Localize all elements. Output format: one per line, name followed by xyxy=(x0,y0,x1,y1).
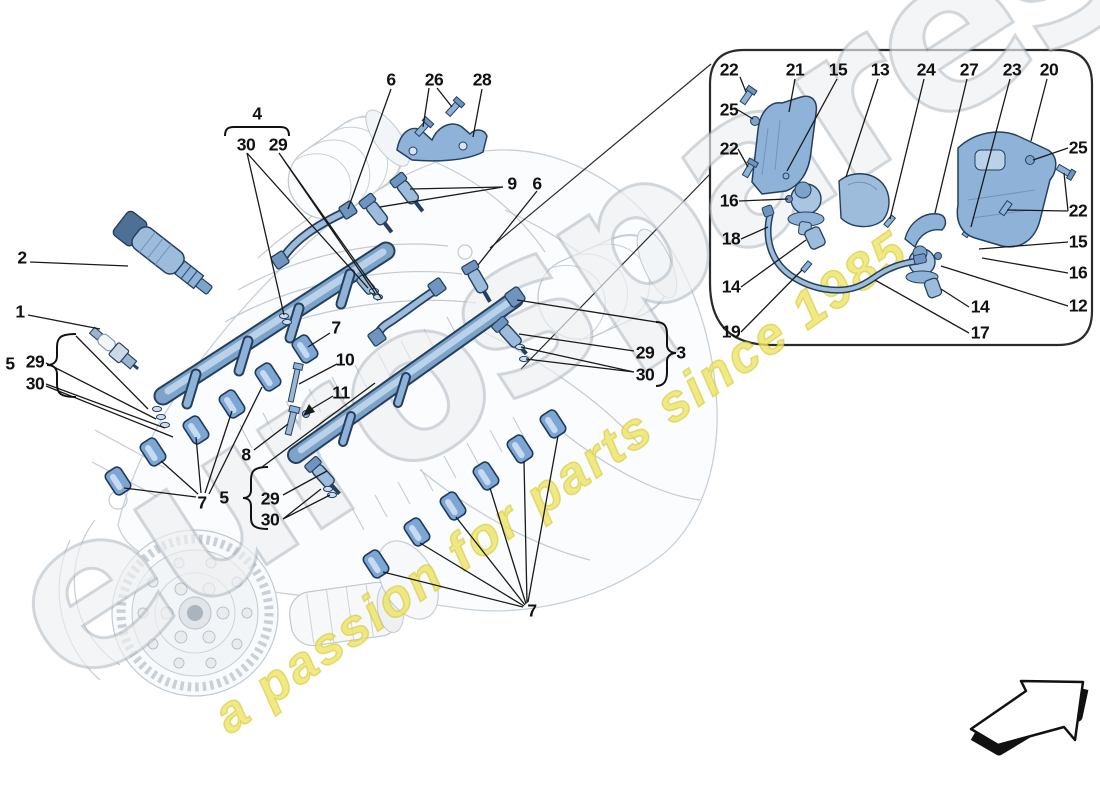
callout-30: 30 xyxy=(236,134,256,155)
callout-22: 22 xyxy=(1068,200,1088,221)
callout-25: 25 xyxy=(1068,137,1088,158)
callout-4: 4 xyxy=(252,103,262,124)
direction-arrow-icon xyxy=(969,679,1089,756)
spark-plug xyxy=(88,326,140,371)
callout-2: 2 xyxy=(17,247,27,268)
callout-15: 15 xyxy=(1068,231,1088,252)
callout-6: 6 xyxy=(386,69,396,90)
watermark-brand: eurospares xyxy=(0,0,1100,737)
callout-16: 16 xyxy=(1068,262,1088,283)
callout-5: 5 xyxy=(5,353,15,374)
callout-1: 1 xyxy=(15,301,25,322)
callout-7: 7 xyxy=(527,600,537,621)
callout-12: 12 xyxy=(1068,295,1088,316)
callout-30: 30 xyxy=(25,373,45,394)
callout-28: 28 xyxy=(472,69,492,90)
callout-17: 17 xyxy=(970,322,990,343)
callout-14: 14 xyxy=(970,296,990,317)
callout-29: 29 xyxy=(268,134,288,155)
callout-26: 26 xyxy=(424,69,444,90)
rail-bracket xyxy=(396,95,488,162)
callout-29: 29 xyxy=(25,351,45,372)
intake-plenum-front xyxy=(287,109,410,220)
ignition-coil xyxy=(112,210,213,295)
